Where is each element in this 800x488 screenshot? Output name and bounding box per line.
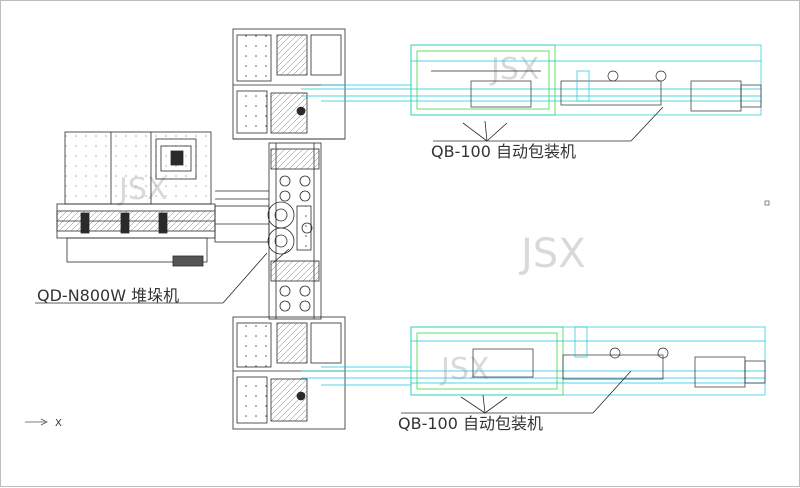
watermark-text: JSX <box>439 352 489 387</box>
axis-indicator: X <box>25 418 62 429</box>
top-packer-machine <box>301 44 762 116</box>
leader-lines <box>35 106 664 414</box>
marker-square <box>764 200 770 206</box>
stacker-label: QD-N800W 堆垛机 <box>37 286 179 305</box>
central-conveyor <box>267 142 322 320</box>
bottom-packer-base <box>232 316 346 430</box>
bottom-packer-label: QB-100 自动包装机 <box>398 414 543 433</box>
stacker-machine <box>56 131 270 267</box>
top-packer-label: QB-100 自动包装机 <box>431 142 576 161</box>
watermark-text: JSX <box>489 52 539 87</box>
axis-x-label: X <box>55 418 62 429</box>
top-packer-base <box>232 28 346 140</box>
bottom-packer-machine <box>301 326 766 396</box>
watermark-text: JSX <box>518 231 586 277</box>
